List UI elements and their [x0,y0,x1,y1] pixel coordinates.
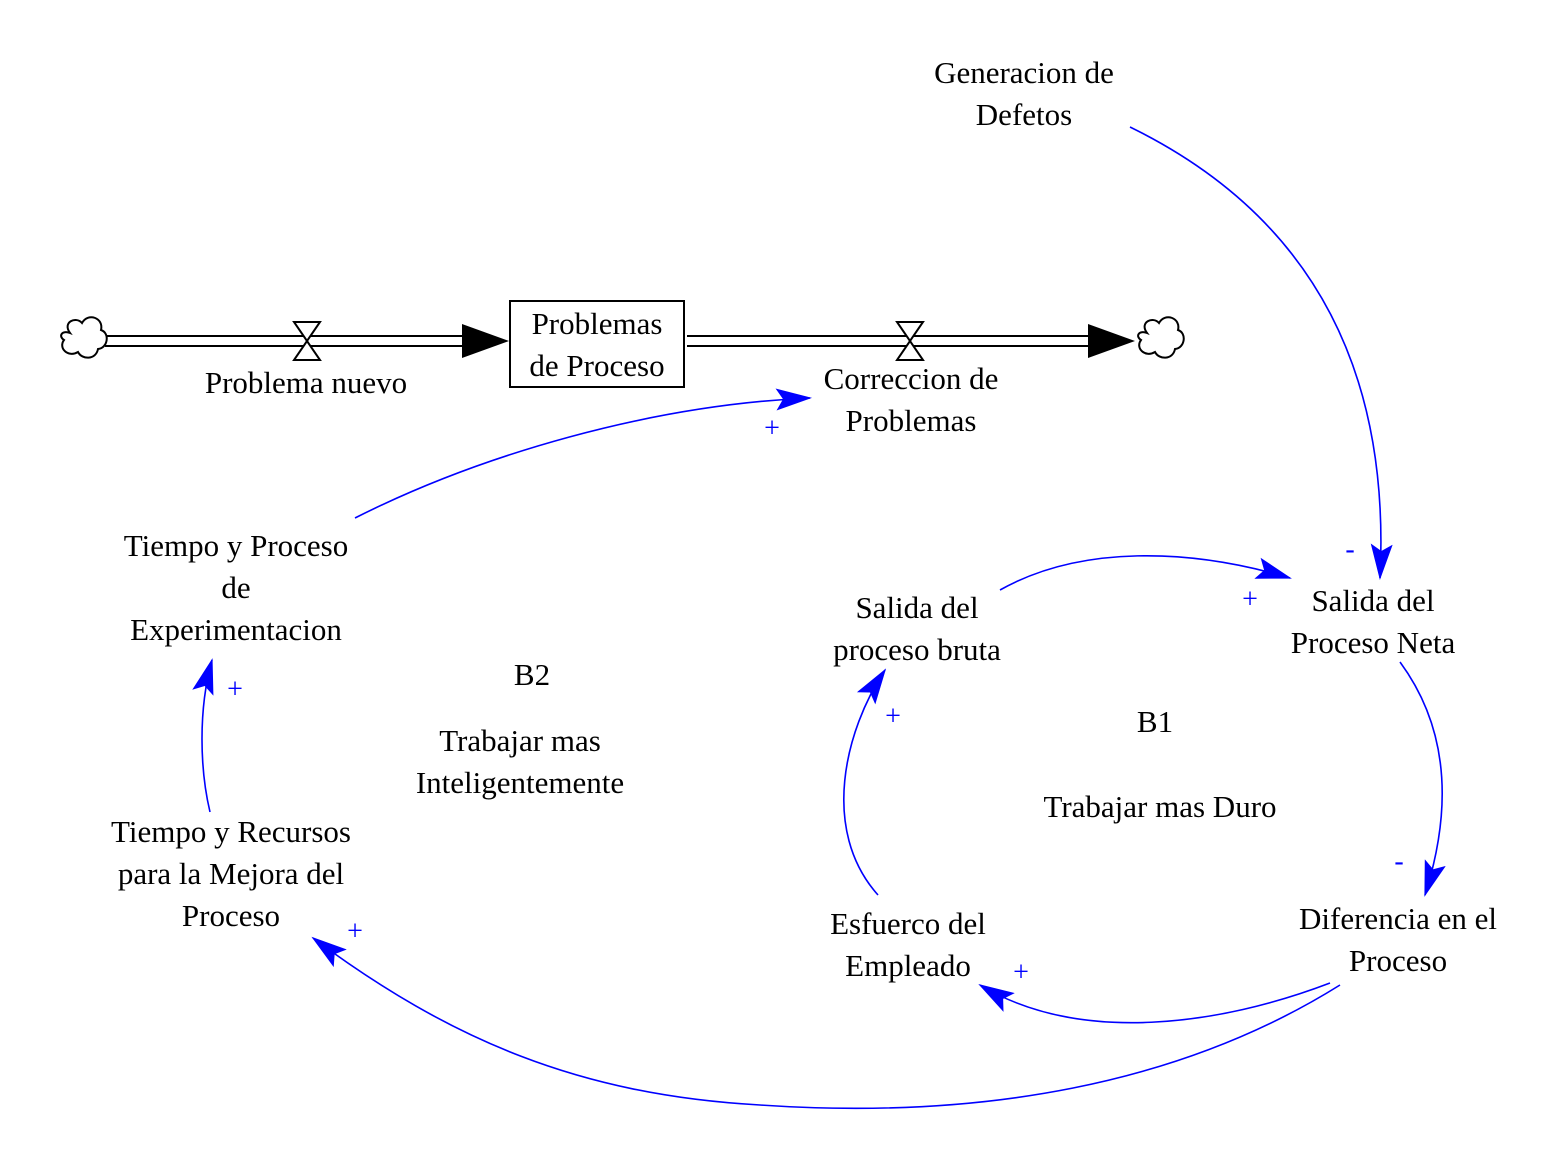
polarity-experimentacion-to-correccion: + [764,413,780,444]
inflow-valve-icon [292,321,322,361]
polarity-generacion-to-neta: - [1345,534,1355,565]
variable-tiempo-proceso-experimentacion: Tiempo y Proceso de Experimentacion [123,528,349,647]
variable-salida-proceso-bruta: Salida del proceso bruta [833,590,1001,667]
outflow-valve-icon [895,321,925,361]
sink-cloud-icon [1137,316,1185,359]
variable-tiempo-recursos-mejora: Tiempo y Recursos para la Mejora del Pro… [111,814,351,933]
link-experimentacion-to-correccion [354,388,812,519]
polarity-diferencia-to-esfuerzo: + [1013,957,1029,988]
polarity-bruta-to-neta: + [1242,584,1258,615]
loop-name-b2: Trabajar mas Inteligentemente [415,723,625,800]
loop-id-b1: B1 [1136,704,1174,739]
variable-salida-proceso-neta: Salida del Proceso Neta [1290,583,1456,660]
variable-diferencia-en-el-proceso: Diferencia en el Proceso [1299,901,1497,978]
link-bruta-to-neta [999,555,1292,591]
link-recursos-to-experimentacion [192,658,214,813]
link-diferencia-to-esfuerzo [978,982,1331,1024]
polarity-esfuerzo-to-bruta: + [885,701,901,732]
polarity-recursos-to-experimentacion: + [227,674,243,705]
inflow-pipe [105,324,509,358]
flow-label-problema-nuevo: Problema nuevo [204,365,408,400]
link-generacion-to-salida-neta [1129,126,1393,580]
stock-problemas-de-proceso[interactable]: Problemas de Proceso [509,300,685,388]
link-esfuerzo-to-bruta [843,668,887,896]
loop-name-b1: Trabajar mas Duro [1043,789,1277,824]
outflow-pipe [687,324,1135,358]
variable-generacion-de-defetos: Generacion de Defetos [934,55,1114,132]
source-cloud-icon [60,316,108,359]
polarity-neta-to-diferencia: - [1394,846,1404,877]
stock-label: Problemas de Proceso [529,306,665,383]
variable-esfuerco-del-empleado: Esfuerco del Empleado [830,906,986,983]
loop-id-b2: B2 [513,657,551,692]
link-neta-to-diferencia [1399,661,1446,897]
flow-label-correccion-de-problemas: Correccion de Problemas [823,361,999,438]
link-diferencia-to-recursos [311,936,1341,1110]
polarity-diferencia-to-recursos: + [347,916,363,947]
